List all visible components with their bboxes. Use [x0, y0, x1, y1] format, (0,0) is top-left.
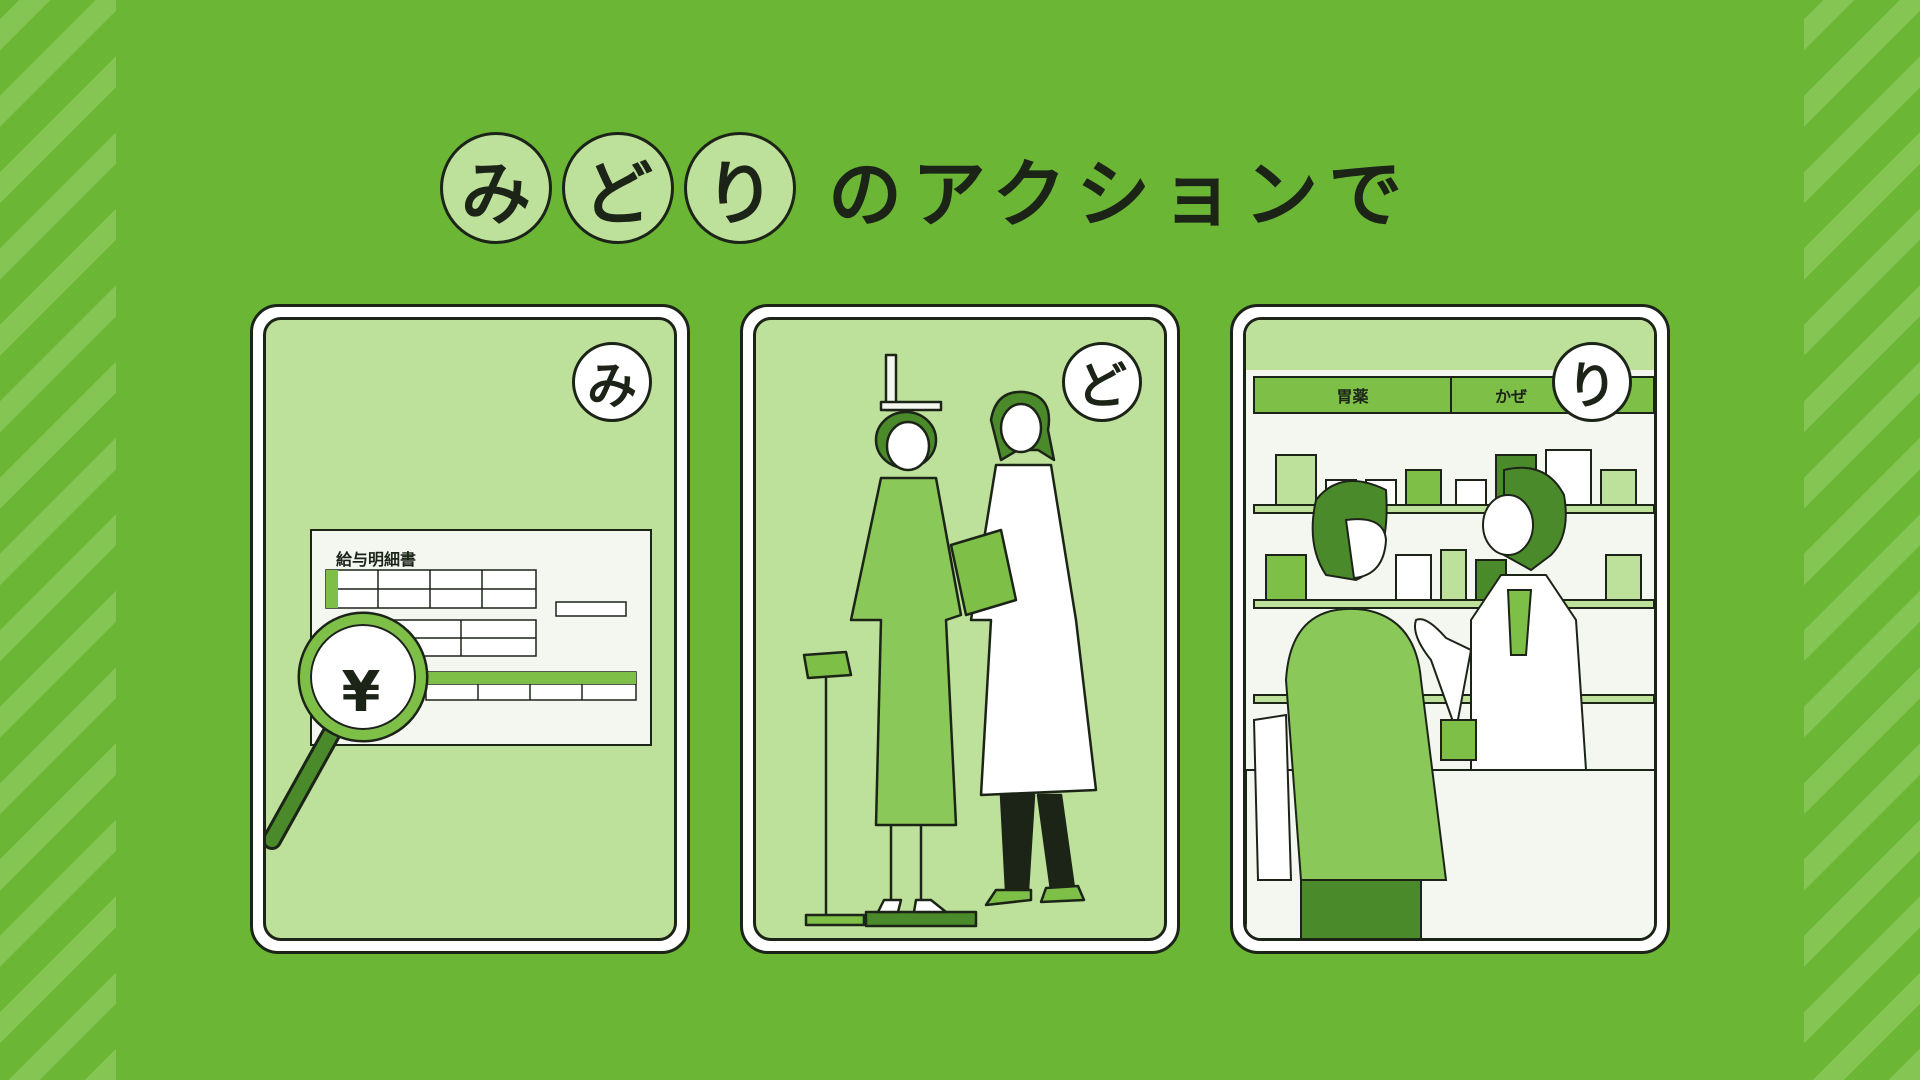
card-mi: 給与明細書 ¥ み [250, 304, 690, 954]
shelf-sign-stomach-medicine: 胃薬 [1336, 387, 1369, 406]
yen-symbol: ¥ [341, 660, 381, 725]
headline-circle-do: ど [562, 132, 674, 244]
card-ri-panel: 胃薬 かぜ り [1243, 317, 1657, 941]
headline: み ど り のアクションで [440, 128, 1500, 248]
card-ri: 胃薬 かぜ り [1230, 304, 1670, 954]
headline-circle-ri: り [684, 132, 796, 244]
payslip-illustration [266, 529, 652, 850]
card-do: ど [740, 304, 1180, 954]
badge-mi: み [572, 342, 652, 422]
right-stripe-band [1804, 0, 1920, 1080]
headline-circle-mi: み [440, 132, 552, 244]
payslip-title: 給与明細書 [336, 550, 417, 569]
pharmacy-illustration [1246, 320, 1654, 938]
card-do-panel: ど [753, 317, 1167, 941]
checkup-illustration [802, 353, 1098, 928]
shelf-sign-cold-medicine: かぜ [1494, 387, 1527, 406]
card-mi-panel: 給与明細書 ¥ み [263, 317, 677, 941]
headline-text: のアクションで [828, 151, 1413, 238]
left-stripe-band [0, 0, 116, 1080]
badge-ri: り [1552, 342, 1632, 422]
badge-do: ど [1062, 342, 1142, 422]
